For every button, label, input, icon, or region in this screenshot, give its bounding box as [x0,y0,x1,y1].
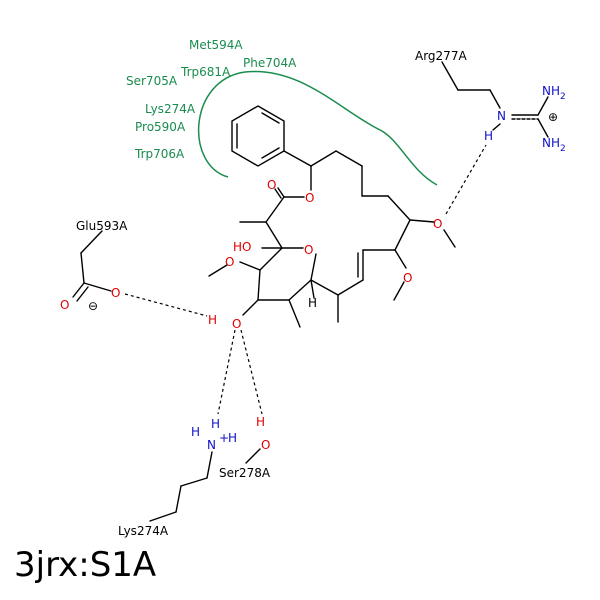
atom-glu-carboxylate-oxygen: O [111,286,120,300]
phenyl-ring [231,105,285,167]
atom-methoxy-oxygen-right: O [403,271,412,285]
atom-lys-nitrogen: N [207,438,216,452]
atom-arg-hydrogen: H [484,129,493,143]
atom-ser-hydrogen: H [256,415,265,429]
residue-label-ser705a: Ser705A [126,74,178,88]
atom-lys-hydrogen-right: H [228,431,237,445]
hydrogen-bonds [124,144,487,415]
residue-label-lys274a-hydrophobic: Lys274A [145,102,196,116]
structure-title: 3jrx:S1A [14,545,157,585]
atom-ser-oxygen: O [261,438,270,452]
residue-label-met594a: Met594A [189,38,243,52]
hydrophobic-contact-arc [197,70,438,186]
atom-hydroxyl-hydrogen: H [208,313,217,327]
atom-lys-hydrogen-top: H [211,417,220,431]
residue-label-pro590a: Pro590A [135,120,186,134]
atom-carbonyl-oxygen: O [267,178,276,192]
arg277a-sidechain [441,61,549,138]
atom-hydroxyl-label: HO [233,240,251,254]
residue-label-glu593a: Glu593A [76,219,128,233]
ser278a-sidechain [245,448,261,464]
ligand-bonds [208,150,456,328]
residue-label-trp706a: Trp706A [134,147,185,161]
residue-label-lys274a: Lys274A [118,524,169,538]
atom-arg-nitrogen: N [497,109,506,123]
lys-plus-charge: + [219,431,229,445]
atom-glu-carbonyl-oxygen: O [60,298,69,312]
residue-label-phe704a: Phe704A [243,56,297,70]
glu593a-sidechain [72,230,112,302]
atom-arg-methoxy-oxygen: O [433,217,442,231]
atom-arg-nh2-top: NH2 [542,84,566,102]
residue-label-arg277a: Arg277A [415,49,467,63]
glu-negative-charge: ⊖ [88,299,98,313]
residue-label-trp681a: Trp681A [180,65,231,79]
atom-arg-nh2-bottom: NH2 [542,136,566,154]
atom-ring-oxygen: O [304,243,313,257]
atom-ring-hydrogen: H [308,296,317,310]
atom-methoxy-oxygen-left: O [225,255,234,269]
lys274a-sidechain [149,451,213,522]
arg-positive-charge: ⊕ [548,110,558,124]
residue-label-ser278a: Ser278A [219,466,271,480]
atom-ester-oxygen: O [305,191,314,205]
atom-hydroxyl-oxygen: O [232,317,241,331]
atom-lys-hydrogen-left: H [191,425,200,439]
